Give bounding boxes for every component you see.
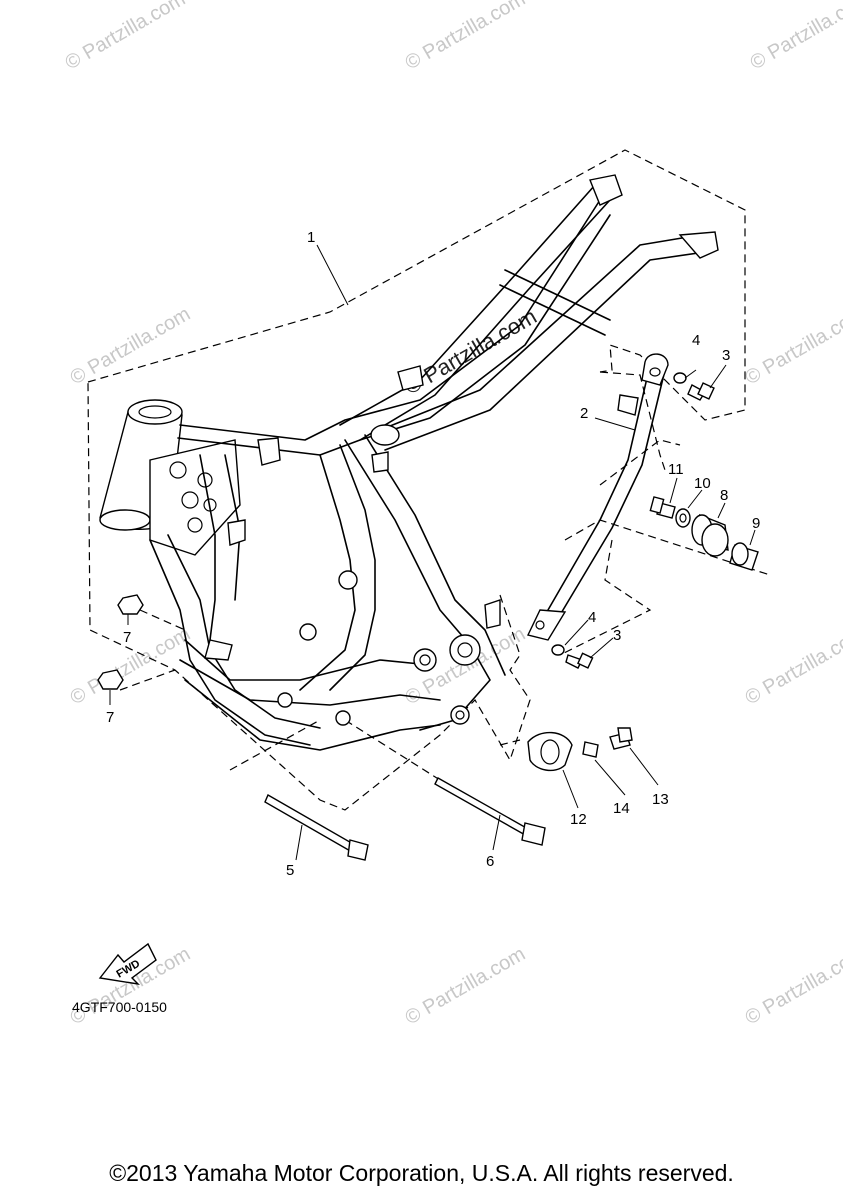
watermark: © Partzilla.com: [742, 623, 843, 709]
bolt-head: [649, 496, 665, 514]
callout-5: 5: [286, 862, 294, 879]
fwd-arrow-icon: FWD: [98, 942, 157, 986]
callout-7-upper: 7: [123, 629, 131, 646]
collar-small: [582, 741, 599, 758]
watermark: © Partzilla.com: [402, 0, 530, 74]
callout-7-lower: 7: [106, 709, 114, 726]
nut: [97, 669, 124, 690]
watermark: © Partzilla.com: [62, 0, 190, 74]
callout-14: 14: [613, 800, 630, 817]
watermark: © Partzilla.com: [67, 943, 195, 1029]
hardware: [97, 372, 759, 861]
subframe-stay: [526, 353, 669, 641]
callout-1: 1: [307, 229, 315, 246]
copyright-notice: ©2013 Yamaha Motor Corporation, U.S.A. A…: [109, 1160, 734, 1186]
long-bolt: [264, 794, 356, 853]
diagram-code: 4GTF700-0150: [72, 999, 167, 1015]
callout-numbers: 1 2 3 3 4 4 5 6 7 7 8 9 10 11 12 13 14: [106, 229, 760, 879]
watermark: © Partzilla.com: [67, 303, 195, 389]
watermark: © Partzilla.com: [742, 943, 843, 1029]
callout-6: 6: [486, 853, 494, 870]
callout-2: 2: [580, 405, 588, 422]
callout-9: 9: [752, 515, 760, 532]
bolt: [565, 654, 583, 669]
nut: [117, 594, 144, 615]
washer: [551, 644, 565, 656]
callout-3-upper: 3: [722, 347, 730, 364]
callout-8: 8: [720, 487, 728, 504]
long-bolt: [434, 777, 531, 837]
watermark: © Partzilla.com: [402, 943, 530, 1029]
callout-leaders: [109, 244, 756, 861]
leader-lines: [119, 371, 771, 781]
callout-13: 13: [652, 791, 669, 808]
callout-12: 12: [570, 811, 587, 828]
washer: [673, 372, 687, 384]
callout-4-lower: 4: [588, 609, 596, 626]
bolt-head: [697, 382, 715, 400]
callout-11: 11: [668, 461, 684, 478]
callout-10: 10: [694, 475, 711, 492]
watermark: © Partzilla.com: [747, 0, 843, 74]
main-frame: [99, 174, 719, 751]
callout-4-upper: 4: [692, 332, 700, 349]
callout-3-lower: 3: [613, 627, 621, 644]
watermark: © Partzilla.com: [742, 303, 843, 389]
bolt-head: [577, 652, 594, 669]
